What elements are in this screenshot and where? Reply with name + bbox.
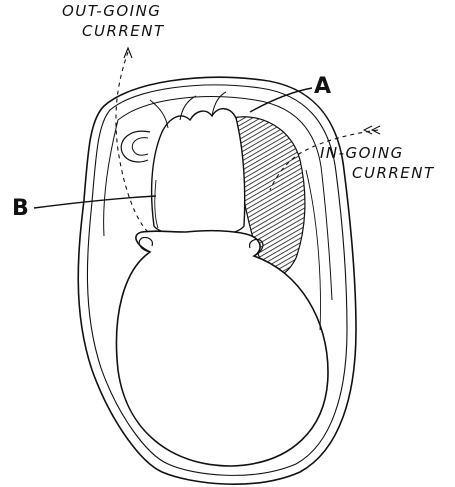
siphon-loop bbox=[121, 131, 150, 162]
leader-line-a bbox=[250, 88, 312, 112]
foot bbox=[116, 231, 328, 466]
label-a: A bbox=[314, 76, 331, 98]
in-going-arrowhead-1 bbox=[364, 126, 372, 134]
label-b: B bbox=[12, 198, 29, 220]
in-going-current-label-1: IN-GOING bbox=[320, 146, 404, 161]
in-going-current-label-2: CURRENT bbox=[352, 166, 435, 181]
tentacle-1 bbox=[150, 100, 168, 128]
mantle-edge-left bbox=[104, 120, 118, 236]
out-going-current-path bbox=[116, 52, 148, 232]
visceral-mass bbox=[152, 109, 245, 236]
siphon-loop-inner bbox=[132, 138, 148, 156]
out-going-current-label-1: OUT-GOING bbox=[62, 4, 161, 19]
leader-line-b bbox=[34, 196, 156, 208]
out-going-current-label-2: CURRENT bbox=[82, 24, 165, 39]
